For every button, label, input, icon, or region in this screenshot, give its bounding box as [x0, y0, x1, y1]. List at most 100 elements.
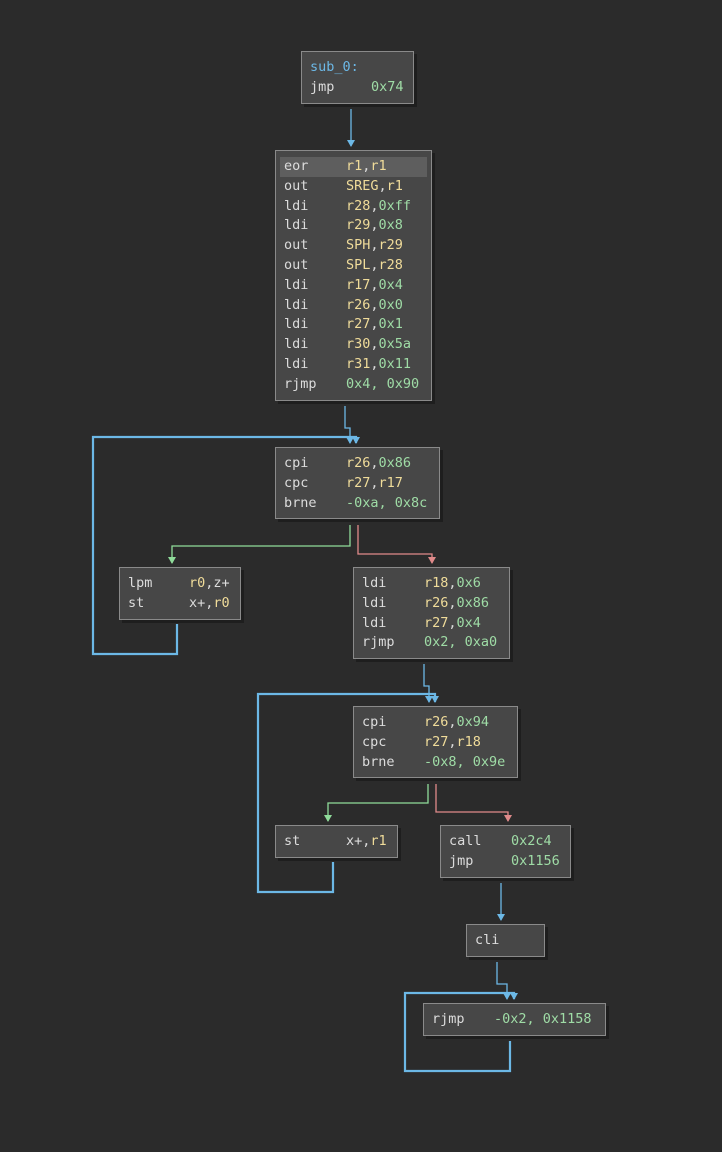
operands: r27,r18	[424, 733, 481, 753]
register-operand: r18	[456, 733, 481, 750]
code-block-b8[interactable]: cli	[466, 924, 545, 957]
register-operand: r29	[378, 237, 403, 254]
arrowhead-icon	[425, 696, 433, 703]
operand-separator: ,	[370, 455, 379, 471]
edge-b2-to-b3	[171, 525, 351, 563]
operands: x+,r1	[346, 832, 387, 852]
edge-b5-to-b6	[327, 784, 429, 821]
operands: 0x4, 0x90	[346, 375, 419, 395]
immediate-operand: 0x74	[371, 78, 404, 95]
register-operand: r27	[424, 733, 449, 750]
operand-separator: x+,	[189, 594, 214, 611]
edge-b5-to-b7	[435, 784, 509, 821]
operand-separator: ,	[448, 594, 457, 611]
instruction-line[interactable]: cpc r27,r17	[276, 474, 439, 494]
operand-separator: ,	[448, 575, 457, 591]
instruction-line[interactable]: st x+,r0	[120, 594, 240, 614]
immediate-operand: 0x2c4	[511, 833, 552, 849]
mnemonic: brne	[362, 753, 395, 770]
register-operand: r29	[346, 217, 371, 234]
mnemonic: out	[284, 256, 309, 273]
operands: r1,r1	[346, 157, 387, 177]
immediate-operand: 0xff	[378, 197, 412, 214]
operand-separator: ,	[370, 217, 379, 234]
arrowhead-icon	[503, 993, 511, 1000]
mnemonic: cli	[475, 932, 500, 948]
instruction-line[interactable]: call 0x2c4	[441, 832, 570, 852]
register-operand: SPL	[346, 256, 371, 273]
operands: r17,0x4	[346, 276, 403, 296]
mnemonic: st	[128, 594, 145, 611]
code-block-b6[interactable]: st x+,r1	[275, 825, 398, 858]
operands: r27,0x1	[346, 315, 403, 335]
operands: r27,r17	[346, 474, 403, 494]
operands: 0x2c4	[511, 832, 552, 852]
code-block-b9[interactable]: rjmp-0x2, 0x1158	[423, 1003, 606, 1036]
operands: -0x8, 0x9e	[424, 753, 505, 773]
edge-b8-to-b9	[496, 962, 508, 999]
register-operand: r27	[424, 614, 449, 631]
immediate-operand: 0x8	[378, 217, 403, 234]
arrowhead-icon	[504, 815, 512, 822]
mnemonic: ldi	[284, 197, 309, 214]
edge-b6-to-b5	[256, 692, 437, 894]
register-operand: r27	[346, 474, 371, 491]
instruction-line[interactable]: cli	[467, 931, 544, 951]
operands: x+,r0	[189, 594, 230, 614]
operands: r29,0x8	[346, 216, 403, 236]
immediate-operand: 0x1	[378, 316, 403, 333]
operand-separator: ,	[370, 316, 379, 333]
mnemonic: call	[449, 833, 482, 849]
mnemonic: cpc	[284, 474, 309, 491]
arrowhead-icon	[352, 437, 360, 444]
operands: r27,0x4	[424, 614, 481, 634]
instruction-line[interactable]: rjmp-0x2, 0x1158	[424, 1010, 605, 1030]
operand-separator: ,	[448, 614, 457, 631]
instruction-line[interactable]: brne-0xa, 0x8c	[276, 494, 439, 514]
immediate-operand: 0x1156	[511, 852, 560, 869]
operands: -0xa, 0x8c	[346, 494, 427, 514]
register-operand: r0	[213, 594, 230, 611]
instruction-line[interactable]: brne -0x8, 0x9e	[354, 753, 517, 773]
immediate-operand: -0xa, 0x8c	[346, 494, 428, 511]
operand-separator: ,	[448, 714, 457, 730]
register-operand: r26	[346, 455, 371, 471]
instruction-line[interactable]: st x+,r1	[276, 832, 397, 852]
operands: 0x1156	[511, 852, 560, 872]
arrowhead-icon	[510, 993, 518, 1000]
block-label-line[interactable]: sub_0:	[302, 58, 413, 78]
operand-separator: ,	[370, 355, 379, 372]
operands: r26,0x94	[424, 713, 489, 733]
register-operand: r1	[386, 177, 403, 194]
mnemonic: st	[284, 833, 301, 849]
